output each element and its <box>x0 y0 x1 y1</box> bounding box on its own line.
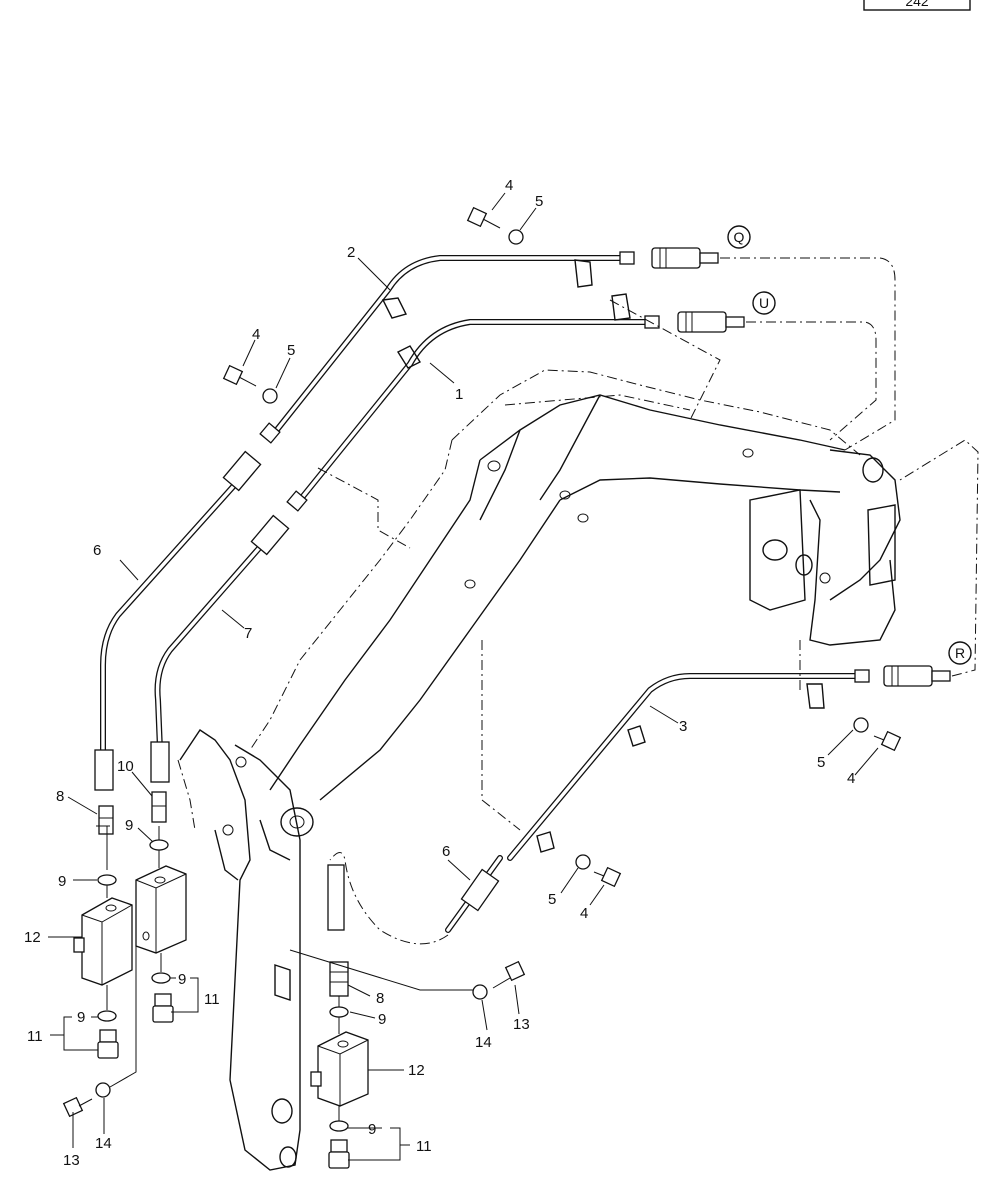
callout-8-right: 8 <box>376 990 384 1007</box>
block-12-center <box>135 865 187 954</box>
callout-13-left: 13 <box>63 1152 80 1169</box>
callout-8-left: 8 <box>56 788 64 805</box>
callout-9-f: 9 <box>368 1121 376 1138</box>
coupler-u <box>677 311 877 441</box>
washer-14-right <box>472 984 488 1000</box>
bolt-4-left <box>222 364 257 387</box>
adapter-8-right <box>329 961 349 997</box>
block-12-left <box>73 897 133 986</box>
pipe-3 <box>507 669 870 861</box>
callout-labels: 1 2 3 4 4 4 4 5 5 5 5 6 6 7 8 8 9 9 9 9 … <box>24 177 855 1169</box>
bolt-13-right <box>492 960 526 989</box>
o-ring-9-c <box>151 972 171 984</box>
o-ring-9-d <box>97 1010 117 1022</box>
callout-4-right: 4 <box>847 770 855 787</box>
callout-7: 7 <box>244 625 252 642</box>
callout-5-right: 5 <box>817 754 825 771</box>
callout-9-d: 9 <box>77 1009 85 1026</box>
svg-text:Q: Q <box>734 229 745 245</box>
bolt-4-right <box>873 730 902 752</box>
pipe-2 <box>269 251 635 439</box>
adapter-10 <box>151 791 167 823</box>
callout-13-right: 13 <box>513 1016 530 1033</box>
callout-9-c: 9 <box>178 971 186 988</box>
o-ring-9-b <box>97 874 117 886</box>
callout-3: 3 <box>679 718 687 735</box>
connection-label-q: Q <box>727 225 751 249</box>
hose-7 <box>150 490 308 783</box>
callout-10: 10 <box>117 758 134 775</box>
washer-14-left <box>95 1082 111 1098</box>
callout-4-top: 4 <box>505 177 513 194</box>
callout-9-e: 9 <box>378 1011 386 1028</box>
hose-6-center <box>327 852 503 945</box>
callout-1: 1 <box>455 386 463 403</box>
washer-5-right <box>853 717 869 733</box>
boom-outline <box>249 369 901 801</box>
callout-5-left: 5 <box>287 342 295 359</box>
coupler-r <box>883 439 979 687</box>
adapter-8-left <box>98 805 114 835</box>
bolt-4-bottom <box>593 866 622 888</box>
plug-11-center <box>152 993 174 1023</box>
page-number-box: 242 <box>863 0 971 11</box>
callout-14-left: 14 <box>95 1135 112 1152</box>
washer-5-top <box>508 229 524 245</box>
callout-12-right: 12 <box>408 1062 425 1079</box>
callout-leaders <box>48 192 879 1161</box>
callout-11-center: 11 <box>204 991 220 1008</box>
callout-11-left: 11 <box>27 1028 43 1045</box>
arm-outline <box>177 729 314 1171</box>
callout-4-left: 4 <box>252 326 260 343</box>
svg-text:R: R <box>955 645 965 661</box>
plug-11-right <box>328 1139 350 1169</box>
hose-6-left <box>94 422 281 791</box>
callout-6-left: 6 <box>93 542 101 559</box>
callout-5-top: 5 <box>535 193 543 210</box>
pipe-1 <box>297 293 660 503</box>
coupler-q <box>651 247 896 451</box>
callout-2: 2 <box>347 244 355 261</box>
svg-text:U: U <box>759 295 769 311</box>
page-number-label: 242 <box>905 0 929 9</box>
washer-5-bottom <box>575 854 591 870</box>
o-ring-9-f <box>329 1120 349 1132</box>
callout-14-right: 14 <box>475 1034 492 1051</box>
block-12-right <box>310 1031 369 1107</box>
plug-11-left <box>97 1029 119 1059</box>
callout-9-a: 9 <box>125 817 133 834</box>
washer-5-left <box>262 388 278 404</box>
o-ring-9-e <box>329 1006 349 1018</box>
bolt-4-top <box>466 206 501 229</box>
callout-4-bottom: 4 <box>580 905 588 922</box>
callout-5-bottom: 5 <box>548 891 556 908</box>
callout-9-b: 9 <box>58 873 66 890</box>
callout-11-right: 11 <box>416 1138 432 1155</box>
connection-label-r: R <box>948 641 972 665</box>
bolt-13-left <box>62 1096 93 1118</box>
connection-label-u: U <box>752 291 776 315</box>
callout-12-left: 12 <box>24 929 41 946</box>
callout-6-center: 6 <box>442 843 450 860</box>
